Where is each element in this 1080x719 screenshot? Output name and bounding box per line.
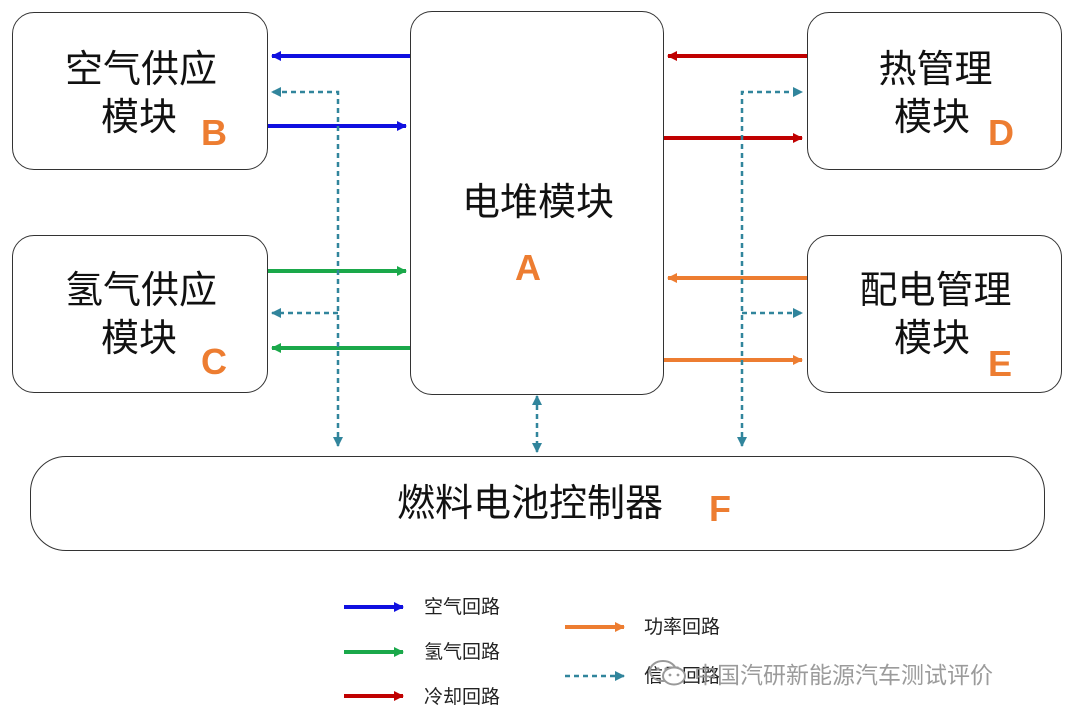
module-letter-c: C [201,341,227,382]
air-supply-module: 空气供应 模块 B [12,12,268,170]
module-letter-b: B [201,112,227,153]
watermark-text: 中国汽研新能源汽车测试评价 [694,663,993,689]
legend-hydrogen-label: 氢气回路 [424,641,501,663]
legend-cooling-label: 冷却回路 [424,686,501,708]
thermal-title-line2: 模块 [894,95,971,139]
hydrogen-supply-title-line2: 模块 [101,316,178,360]
signal-line-b [271,87,343,447]
wechat-icon [649,660,686,686]
signal-line-d [737,87,803,447]
module-letter-d: D [988,112,1014,153]
legend-power-label: 功率回路 [644,616,721,638]
power-distribution-module: 配电管理 模块 E [807,235,1062,393]
controller-title: 燃料电池控制器 [397,481,664,525]
module-letter-a: A [515,247,541,288]
power-title-line1: 配电管理 [859,268,1012,312]
module-letter-e: E [988,343,1013,384]
fuel-cell-controller: 燃料电池控制器 F [30,456,1045,551]
power-title-line2: 模块 [894,316,971,360]
legend-air-label: 空气回路 [424,596,501,618]
thermal-title-line1: 热管理 [878,47,993,91]
air-supply-title-line1: 空气供应 [64,47,217,91]
air-supply-title-line2: 模块 [101,95,178,139]
watermark: 中国汽研新能源汽车测试评价 [648,656,993,690]
module-letter-f: F [709,488,731,529]
hydrogen-supply-module: 氢气供应 模块 C [12,235,268,393]
thermal-management-module: 热管理 模块 D [807,12,1062,170]
stack-module: 电堆模块 A [410,11,664,395]
stack-title: 电堆模块 [461,180,614,224]
hydrogen-supply-title-line1: 氢气供应 [64,268,217,312]
